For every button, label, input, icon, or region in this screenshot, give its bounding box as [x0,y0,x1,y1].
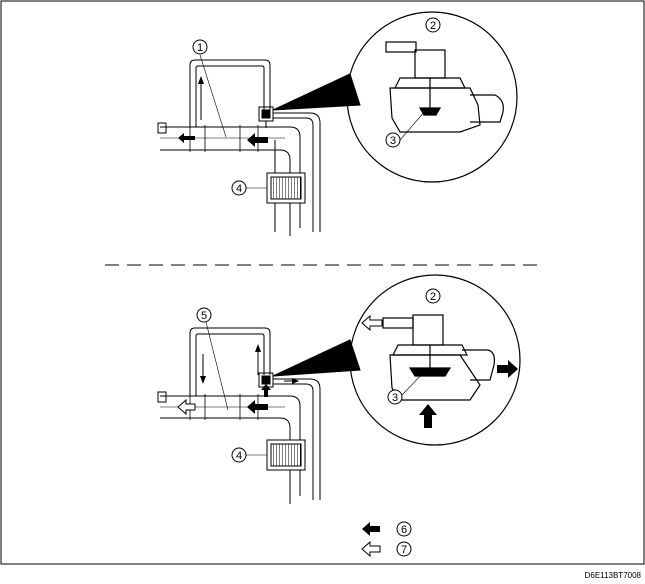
callout-5: 5 [196,307,212,323]
arrow-up-icon [255,344,261,352]
page-border [0,0,645,565]
solid-arrow-icon [247,400,268,414]
legend-solid-label: 6 [401,524,407,536]
legend-solid-arrow-icon [362,522,380,536]
figure-code: D6E113BT7008 [585,571,642,580]
bottom-flow-arrows [177,344,299,416]
arrow-up-icon [198,76,204,84]
svg-text:3: 3 [392,392,398,404]
solid-arrow-icon [178,133,195,143]
top-magnified-view [346,11,518,183]
callouts: 1 2 3 4 5 2 3 4 [192,17,441,463]
solid-arrow-up-icon [419,404,437,428]
svg-text:1: 1 [197,42,203,54]
arrow-down-icon [200,376,206,384]
svg-text:3: 3 [390,135,396,147]
hollow-arrow-icon [361,314,383,332]
callout-3-bottom: 3 [387,389,403,405]
legend: 6 7 [361,521,412,558]
solid-arrow-right-icon [497,360,518,378]
legend-hollow-label: 7 [401,544,407,556]
svg-text:4: 4 [236,183,242,195]
callout-1: 1 [192,39,208,55]
svg-text:4: 4 [236,450,242,462]
bottom-magnifier-arrows [361,314,518,428]
svg-text:2: 2 [430,291,436,303]
callout-2-top: 2 [425,17,441,33]
hollow-arrow-icon [177,398,196,416]
callout-2-bottom: 2 [425,288,441,304]
solid-arrow-icon [247,133,268,147]
callout-4-bottom: 4 [231,447,247,463]
callout-3-top: 3 [385,132,401,148]
svg-text:2: 2 [430,20,436,32]
callout-4-top: 4 [231,180,247,196]
arrow-right-icon [292,378,299,384]
svg-text:5: 5 [201,310,207,322]
top-flow-arrows [178,76,268,147]
arrow-up-icon [261,384,271,397]
top-assembly [157,54,361,236]
legend-hollow-arrow-icon [361,540,381,558]
